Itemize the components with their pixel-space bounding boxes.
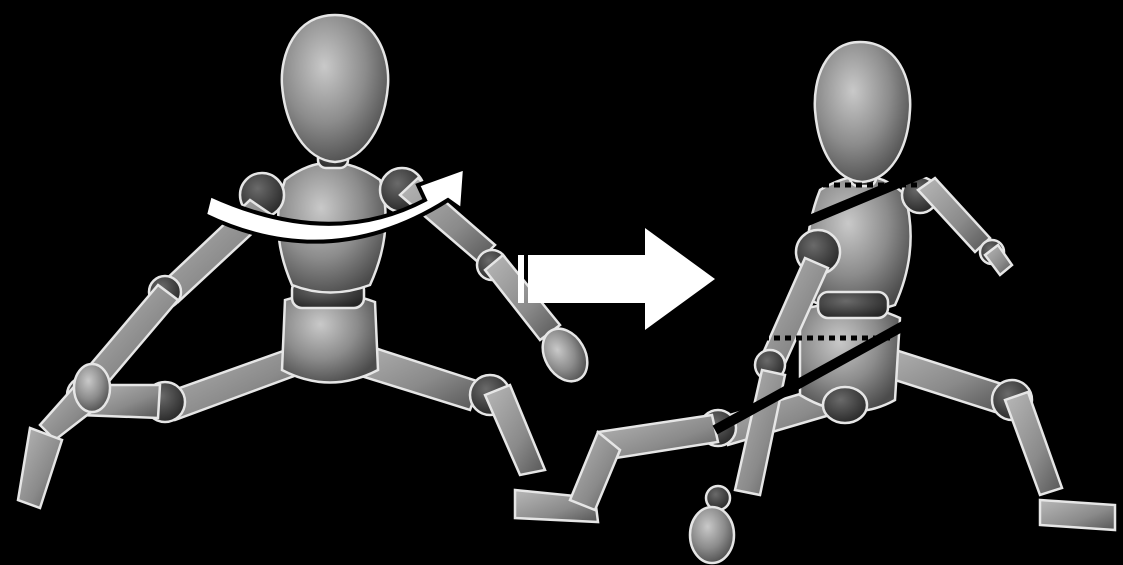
head xyxy=(815,42,910,182)
right-leg xyxy=(870,345,1115,530)
head xyxy=(282,15,388,162)
left-leg xyxy=(18,345,305,508)
left-leg xyxy=(570,385,840,510)
mannequin-before xyxy=(18,15,598,522)
hip-joint xyxy=(823,387,867,423)
waist-joint xyxy=(818,292,888,318)
right-arm xyxy=(902,177,1012,275)
